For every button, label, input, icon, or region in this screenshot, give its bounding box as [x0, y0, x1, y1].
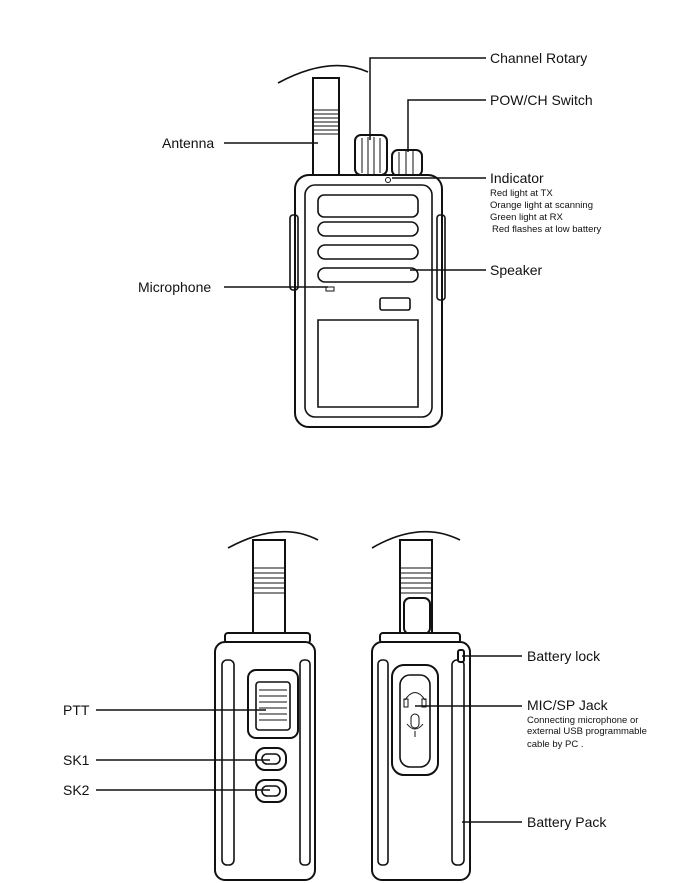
radio-body-front	[294, 174, 443, 428]
label-sk1: SK1	[63, 752, 90, 768]
label-mic-sp-jack: MIC/SP Jack	[527, 697, 608, 713]
label-microphone: Microphone	[138, 279, 212, 295]
label-battery-pack: Battery Pack	[527, 814, 607, 830]
sk2-button	[255, 779, 287, 803]
speaker-slot-1	[317, 194, 419, 218]
label-pow-ch-switch: POW/CH Switch	[490, 92, 593, 108]
leader-pow-ch	[407, 99, 486, 152]
antenna-curve-right	[371, 530, 461, 549]
label-sk2: SK2	[63, 782, 90, 798]
mic-sp-note-2: external USB programmable	[527, 726, 647, 737]
left-side-view	[214, 530, 319, 881]
pow-ch-knob	[391, 149, 423, 177]
mic-hole	[325, 286, 335, 292]
ptt-button	[247, 669, 299, 739]
antenna-curve-left	[227, 530, 319, 549]
mic-sp-note-1: Connecting microphone or	[527, 715, 639, 726]
indicator-note-scan: Orange light at scanning	[490, 200, 593, 211]
label-speaker: Speaker	[490, 262, 543, 278]
speaker-slot-3	[317, 244, 419, 260]
label-ptt: PTT	[63, 702, 90, 718]
sk1-button	[255, 747, 287, 771]
mic-sp-note-3: cable by PC .	[527, 739, 584, 750]
indicator-note-low-battery: Red flashes at low battery	[492, 224, 602, 235]
speaker-slot-2	[317, 221, 419, 237]
indicator-light	[385, 177, 391, 183]
leader-channel-rotary	[369, 57, 486, 140]
channel-rotary-knob	[354, 134, 388, 176]
label-channel-rotary: Channel Rotary	[490, 50, 588, 66]
front-view	[277, 64, 446, 428]
right-side-view	[371, 530, 471, 881]
antenna-front	[312, 77, 340, 179]
speaker-slot-4	[317, 267, 419, 283]
mic-icon	[410, 713, 420, 729]
label-battery-lock: Battery lock	[527, 648, 601, 664]
label-antenna: Antenna	[162, 135, 215, 151]
antenna-curve-front	[277, 64, 369, 84]
headphone-icon	[404, 692, 426, 701]
mic-sp-jack-cover	[391, 664, 439, 776]
indicator-note-tx: Red light at TX	[490, 188, 553, 199]
label-indicator: Indicator	[490, 170, 544, 186]
indicator-note-rx: Green light at RX	[490, 212, 563, 223]
